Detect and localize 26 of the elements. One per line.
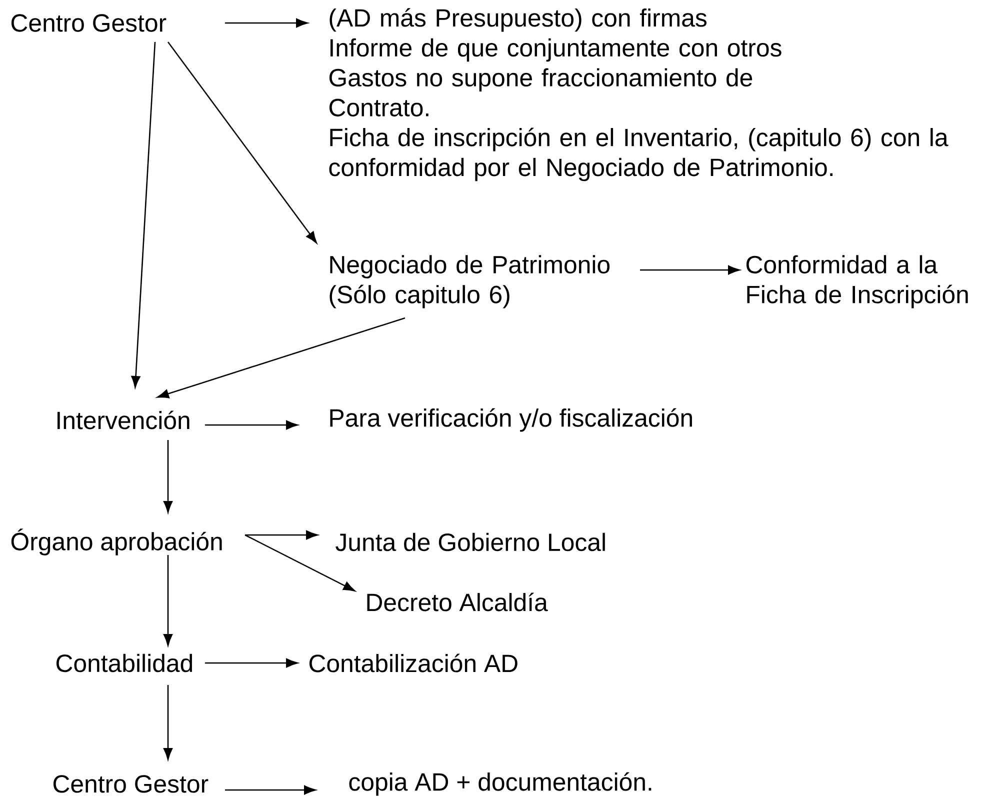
arrow: [167, 42, 317, 244]
arrow: [131, 42, 156, 388]
flow-text: Para verificación y/o fiscalización: [330, 408, 692, 432]
flow-text: Negociado de Patrimonio (Sólo capitulo 6): [330, 255, 610, 308]
arrow: [245, 530, 318, 540]
flow-text: Centro Gestor: [11, 14, 166, 32]
flow-text: (AD más Presupuesto) con firmas Informe de que conjuntamente con otros Gastos no supone fraccionamiento de Contrato. Ficha de inscripción en el Inventario, (capitulo 6) con la conformidad por el Negociado de Patrimonio.: [329, 8, 948, 182]
arrow: [163, 440, 173, 513]
flow-text: Decreto Alcaldía: [367, 592, 548, 612]
arrow: [163, 554, 173, 646]
arrow: [640, 265, 740, 275]
arrow: [205, 658, 298, 668]
flow-text: Contabilización AD: [309, 654, 518, 672]
arrow: [244, 534, 356, 592]
arrow: [163, 684, 173, 760]
flow-text: Intervención: [58, 410, 190, 430]
flow-text: Órgano aprobación: [11, 528, 222, 556]
flow-text: Conformidad a la Ficha de Inscripción: [746, 255, 968, 308]
flow-text: Contabilidad: [56, 654, 192, 672]
arrow: [225, 18, 308, 28]
flow-text: Centro Gestor: [53, 775, 208, 793]
flow-text: Junta de Gobierno Local: [336, 532, 605, 552]
arrow: [225, 785, 316, 795]
arrow: [205, 420, 298, 430]
flow-text: copia AD + documentación.: [349, 772, 652, 796]
arrow: [157, 317, 406, 398]
